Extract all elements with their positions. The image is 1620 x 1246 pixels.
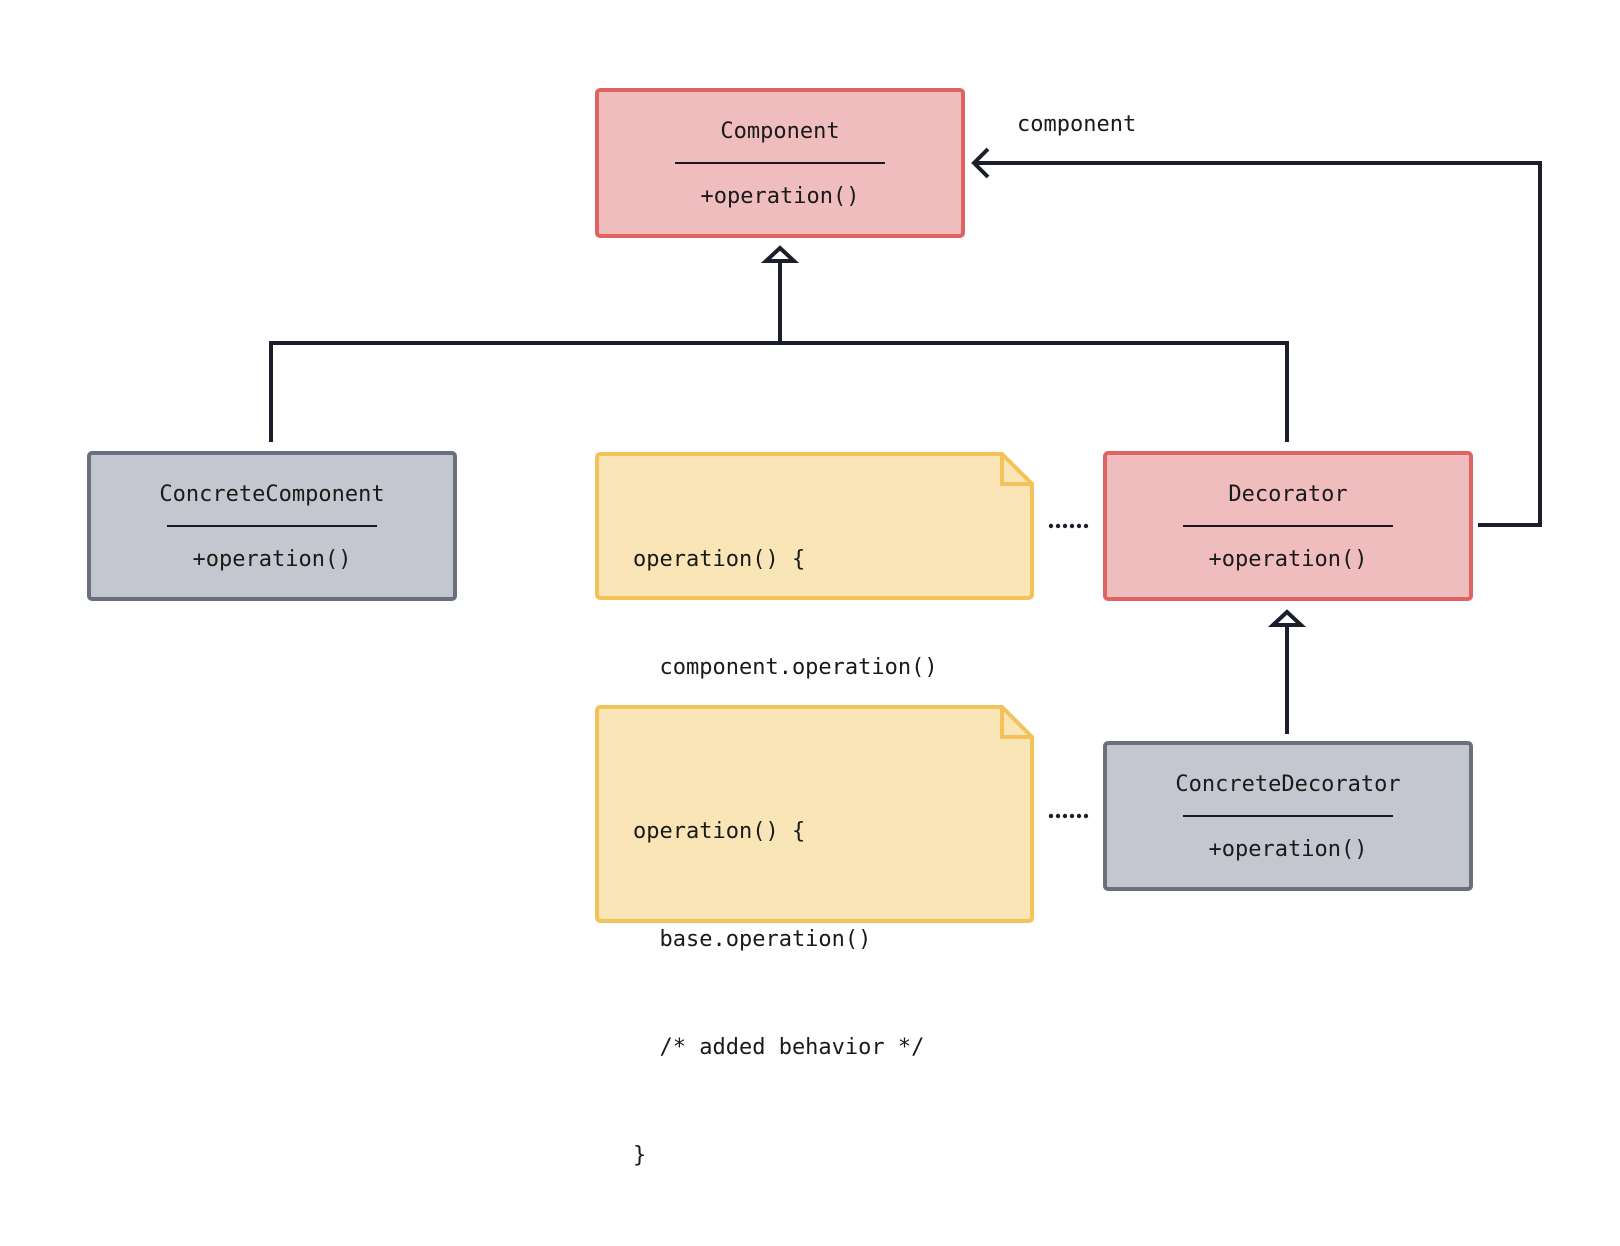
inheritance-arrowhead-decorator xyxy=(1267,609,1307,627)
note-shape xyxy=(595,452,1034,600)
note-shape xyxy=(595,705,1034,923)
class-name: Component xyxy=(720,119,840,144)
note-connector-concrete-decorator xyxy=(1048,813,1089,819)
code-line: operation() { xyxy=(633,547,806,572)
connectors xyxy=(269,147,1542,819)
class-operation: +operation() xyxy=(1208,837,1368,862)
class-name: ConcreteComponent xyxy=(159,482,385,507)
compartment-divider xyxy=(675,162,885,164)
class-operation: +operation() xyxy=(192,547,352,572)
inheritance-bus xyxy=(269,341,1289,442)
class-decorator[interactable]: Decorator +operation() xyxy=(1103,451,1473,601)
class-name: Decorator xyxy=(1228,482,1348,507)
association-arrowhead xyxy=(971,147,990,179)
note-connector-decorator xyxy=(1048,523,1089,529)
class-name: ConcreteDecorator xyxy=(1175,772,1401,797)
uml-decorator-diagram: component Component +operation() Concret… xyxy=(87,88,1542,1168)
compartment-divider xyxy=(1183,525,1393,527)
class-concrete-decorator[interactable]: ConcreteDecorator +operation() xyxy=(1103,741,1473,891)
compartment-divider xyxy=(1183,815,1393,817)
association-label: component xyxy=(1017,112,1137,137)
class-concrete-component[interactable]: ConcreteComponent +operation() xyxy=(87,451,457,601)
class-operation: +operation() xyxy=(700,184,860,209)
inheritance-arrowhead-component xyxy=(760,245,800,263)
compartment-divider xyxy=(167,525,377,527)
class-operation: +operation() xyxy=(1208,547,1368,572)
note-concrete-decorator: operation() { base.operation() /* added … xyxy=(593,703,1036,1168)
class-component[interactable]: Component +operation() xyxy=(595,88,965,238)
code-line: base.operation() xyxy=(633,927,872,952)
code-line: operation() { xyxy=(633,819,806,844)
note-decorator: operation() { component.operation() } xyxy=(593,450,1036,788)
association-line-component xyxy=(974,161,1542,527)
code-line: /* added behavior */ xyxy=(633,1035,925,1060)
note-code: operation() { base.operation() /* added … xyxy=(633,742,924,1246)
code-line: } xyxy=(633,1143,647,1168)
code-line: component.operation() xyxy=(633,655,938,680)
